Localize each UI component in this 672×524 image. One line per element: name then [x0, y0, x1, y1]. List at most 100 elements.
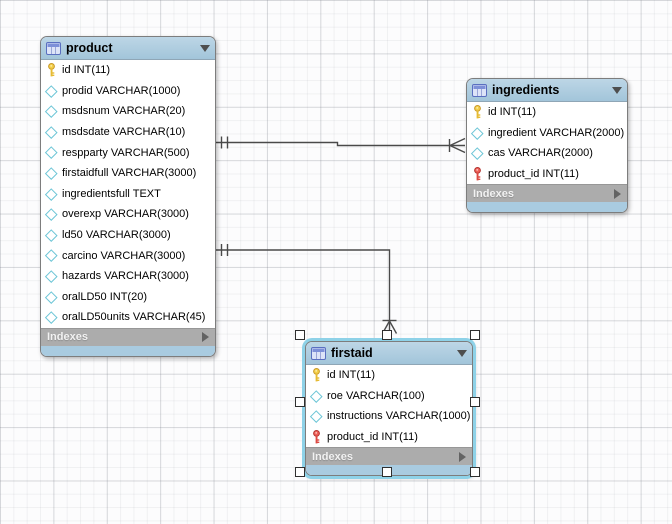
- expand-arrow-icon[interactable]: [459, 451, 466, 462]
- column-row[interactable]: overexp VARCHAR(3000): [41, 204, 215, 225]
- relationship-product-firstaid[interactable]: [216, 244, 398, 334]
- indexes-footer[interactable]: Indexes: [41, 327, 215, 346]
- column-row[interactable]: id INT(11): [306, 365, 472, 386]
- column-diamond-icon: [45, 187, 58, 200]
- column-label: ld50 VARCHAR(3000): [62, 229, 171, 242]
- relationship-product-ingredients[interactable]: [216, 136, 466, 154]
- selection-handle-bottom-right[interactable]: [469, 467, 480, 477]
- table-title: product: [66, 41, 113, 55]
- indexes-label: Indexes: [312, 450, 353, 463]
- column-label: carcino VARCHAR(3000): [62, 249, 186, 262]
- column-diamond-icon: [471, 147, 484, 160]
- primary-key-icon: [311, 368, 322, 383]
- column-label: overexp VARCHAR(3000): [62, 208, 189, 221]
- expand-arrow-icon[interactable]: [614, 188, 621, 199]
- indexes-footer[interactable]: Indexes: [467, 184, 627, 203]
- column-diamond-icon: [45, 146, 58, 159]
- column-diamond-icon: [45, 167, 58, 180]
- column-label: hazards VARCHAR(3000): [62, 270, 189, 283]
- table-bottom-strip: [41, 345, 215, 356]
- column-diamond-icon: [471, 126, 484, 139]
- column-row[interactable]: ingredient VARCHAR(2000): [467, 123, 627, 144]
- table-ingredients[interactable]: ingredients id INT(11) ingredient VARCHA…: [466, 78, 628, 214]
- column-row[interactable]: oralLD50 INT(20): [41, 287, 215, 308]
- selection-handle-top-right[interactable]: [469, 329, 480, 340]
- table-icon: [472, 83, 487, 97]
- collapse-chevron-icon[interactable]: [457, 349, 467, 357]
- column-diamond-icon: [45, 270, 58, 283]
- column-row[interactable]: cas VARCHAR(2000): [467, 143, 627, 164]
- relationship-line: [216, 249, 391, 321]
- column-label: cas VARCHAR(2000): [488, 147, 593, 160]
- column-diamond-icon: [45, 311, 58, 324]
- selection-handle-bottom-left[interactable]: [294, 467, 305, 477]
- column-label: instructions VARCHAR(1000): [327, 410, 471, 423]
- selection-handle-mid-left[interactable]: [294, 397, 305, 407]
- table-icon: [311, 346, 326, 360]
- table-firstaid-columns: id INT(11) roe VARCHAR(100) instructions…: [306, 365, 472, 448]
- column-diamond-icon: [310, 410, 323, 423]
- selection-handle-bottom-center[interactable]: [382, 467, 392, 477]
- table-ingredients-header[interactable]: ingredients: [467, 79, 627, 102]
- column-diamond-icon: [45, 229, 58, 242]
- column-diamond-icon: [45, 208, 58, 221]
- column-row[interactable]: respparty VARCHAR(500): [41, 142, 215, 163]
- table-product-columns: id INT(11) prodid VARCHAR(1000) msdsnum …: [41, 60, 215, 328]
- column-label: id INT(11): [327, 369, 376, 382]
- table-ingredients-columns: id INT(11) ingredient VARCHAR(2000) cas …: [467, 102, 627, 185]
- column-label: ingredientsfull TEXT: [62, 187, 161, 200]
- selection-handle-mid-right[interactable]: [469, 397, 480, 407]
- column-label: id INT(11): [62, 64, 111, 77]
- column-row[interactable]: firstaidfull VARCHAR(3000): [41, 163, 215, 184]
- column-row[interactable]: id INT(11): [467, 102, 627, 123]
- collapse-chevron-icon[interactable]: [612, 86, 622, 94]
- table-product[interactable]: product id INT(11) prodid VARCHAR(1000) …: [40, 36, 216, 357]
- column-diamond-icon: [45, 105, 58, 118]
- foreign-key-icon: [311, 430, 322, 444]
- column-label: oralLD50units VARCHAR(45): [62, 311, 206, 324]
- table-firstaid[interactable]: firstaid id INT(11) roe VARCHAR(100) ins…: [305, 341, 473, 477]
- column-label: firstaidfull VARCHAR(3000): [62, 167, 197, 180]
- foreign-key-icon: [472, 167, 483, 181]
- column-diamond-icon: [45, 84, 58, 97]
- selection-handle-top-left[interactable]: [294, 329, 305, 340]
- indexes-label: Indexes: [47, 331, 88, 344]
- column-row[interactable]: carcino VARCHAR(3000): [41, 245, 215, 266]
- column-row[interactable]: msdsdate VARCHAR(10): [41, 122, 215, 143]
- column-row[interactable]: roe VARCHAR(100): [306, 386, 472, 407]
- column-label: msdsdate VARCHAR(10): [62, 126, 186, 139]
- table-title: ingredients: [492, 83, 560, 97]
- table-firstaid-header[interactable]: firstaid: [306, 342, 472, 365]
- primary-key-icon: [472, 105, 483, 120]
- column-row[interactable]: ingredientsfull TEXT: [41, 184, 215, 205]
- column-row[interactable]: prodid VARCHAR(1000): [41, 81, 215, 102]
- collapse-chevron-icon[interactable]: [200, 44, 210, 52]
- selection-handle-top-center[interactable]: [382, 329, 392, 340]
- indexes-footer[interactable]: Indexes: [306, 447, 472, 466]
- column-label: msdsnum VARCHAR(20): [62, 105, 186, 118]
- column-row[interactable]: msdsnum VARCHAR(20): [41, 101, 215, 122]
- primary-key-icon: [46, 63, 57, 78]
- column-row[interactable]: id INT(11): [41, 60, 215, 81]
- column-row[interactable]: product_id INT(11): [467, 164, 627, 185]
- column-diamond-icon: [45, 290, 58, 303]
- column-diamond-icon: [45, 249, 58, 262]
- column-row[interactable]: product_id INT(11): [306, 427, 472, 448]
- table-product-header[interactable]: product: [41, 37, 215, 60]
- column-label: product_id INT(11): [488, 168, 579, 181]
- column-row[interactable]: oralLD50units VARCHAR(45): [41, 307, 215, 328]
- table-bottom-strip: [467, 202, 627, 213]
- column-label: respparty VARCHAR(500): [62, 146, 190, 159]
- column-row[interactable]: ld50 VARCHAR(3000): [41, 225, 215, 246]
- relationship-line: [216, 141, 465, 147]
- column-label: product_id INT(11): [327, 431, 418, 444]
- expand-arrow-icon[interactable]: [202, 332, 209, 343]
- table-icon: [46, 41, 61, 55]
- column-row[interactable]: instructions VARCHAR(1000): [306, 406, 472, 427]
- column-diamond-icon: [45, 126, 58, 139]
- column-row[interactable]: hazards VARCHAR(3000): [41, 266, 215, 287]
- crow-foot-marker: [449, 137, 466, 147]
- column-label: prodid VARCHAR(1000): [62, 84, 181, 97]
- indexes-label: Indexes: [473, 187, 514, 200]
